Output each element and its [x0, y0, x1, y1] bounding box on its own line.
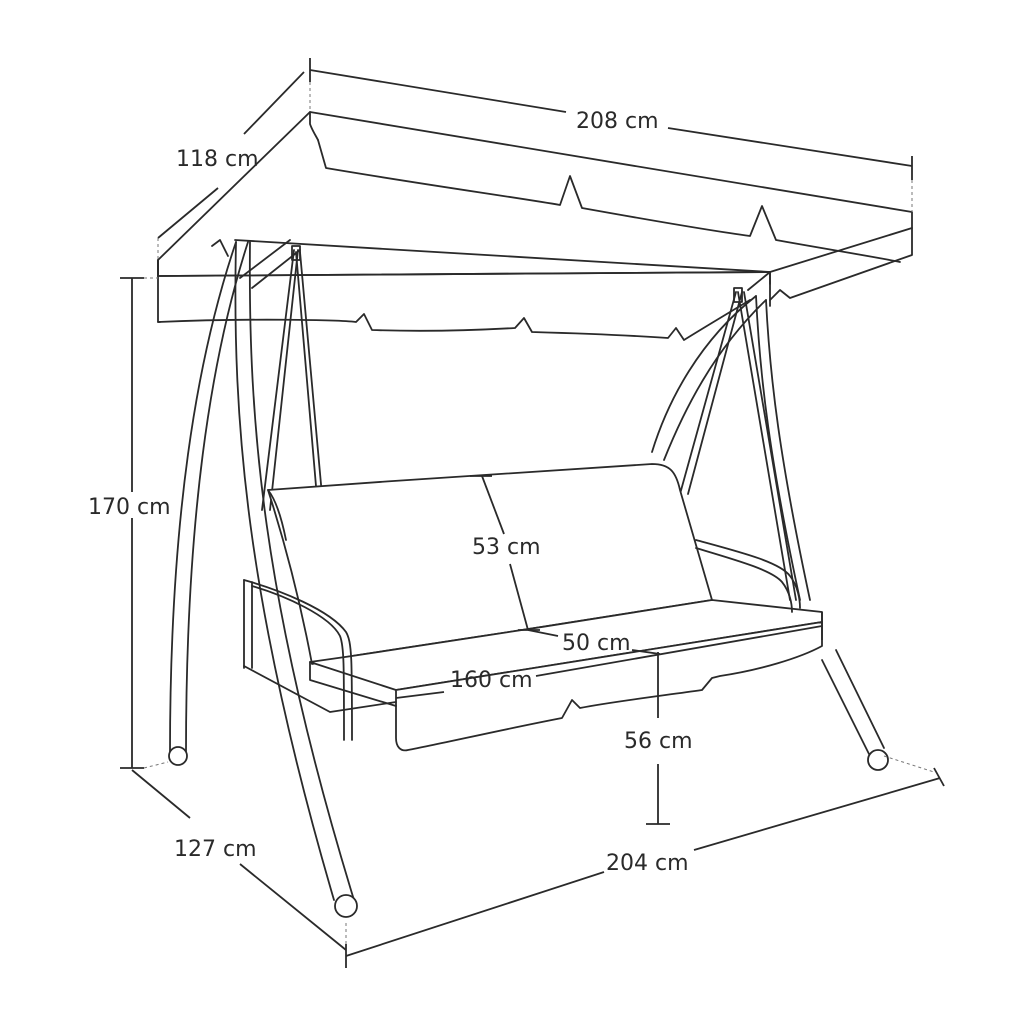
label-seat-height: 56 cm	[624, 729, 693, 754]
label-seat-width: 160 cm	[450, 668, 533, 693]
label-canopy-depth: 118 cm	[176, 147, 259, 172]
label-total-height: 170 cm	[88, 495, 171, 520]
canopy	[157, 111, 913, 341]
seat	[309, 599, 823, 752]
dimension-lines	[120, 58, 945, 968]
label-seat-depth: 50 cm	[562, 631, 631, 656]
label-canopy-width: 208 cm	[576, 109, 659, 134]
armrests	[243, 539, 801, 741]
left-frame	[168, 241, 358, 918]
label-base-width: 204 cm	[606, 851, 689, 876]
label-backrest-height: 53 cm	[472, 535, 541, 560]
label-base-depth: 127 cm	[174, 837, 257, 862]
